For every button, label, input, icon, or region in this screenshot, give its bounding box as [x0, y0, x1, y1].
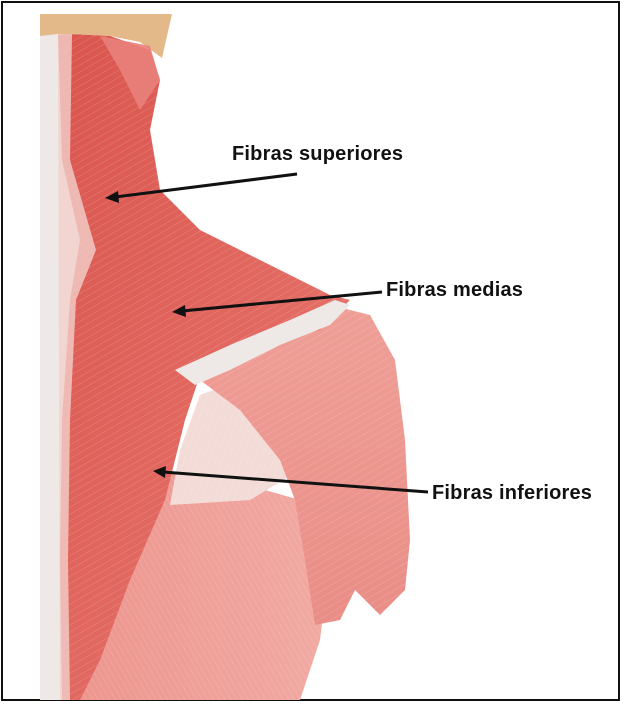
label-upper-fibers: Fibras superiores [232, 143, 403, 166]
label-lower-fibers: Fibras inferiores [432, 482, 592, 505]
label-middle-fibers: Fibras medias [386, 279, 523, 302]
